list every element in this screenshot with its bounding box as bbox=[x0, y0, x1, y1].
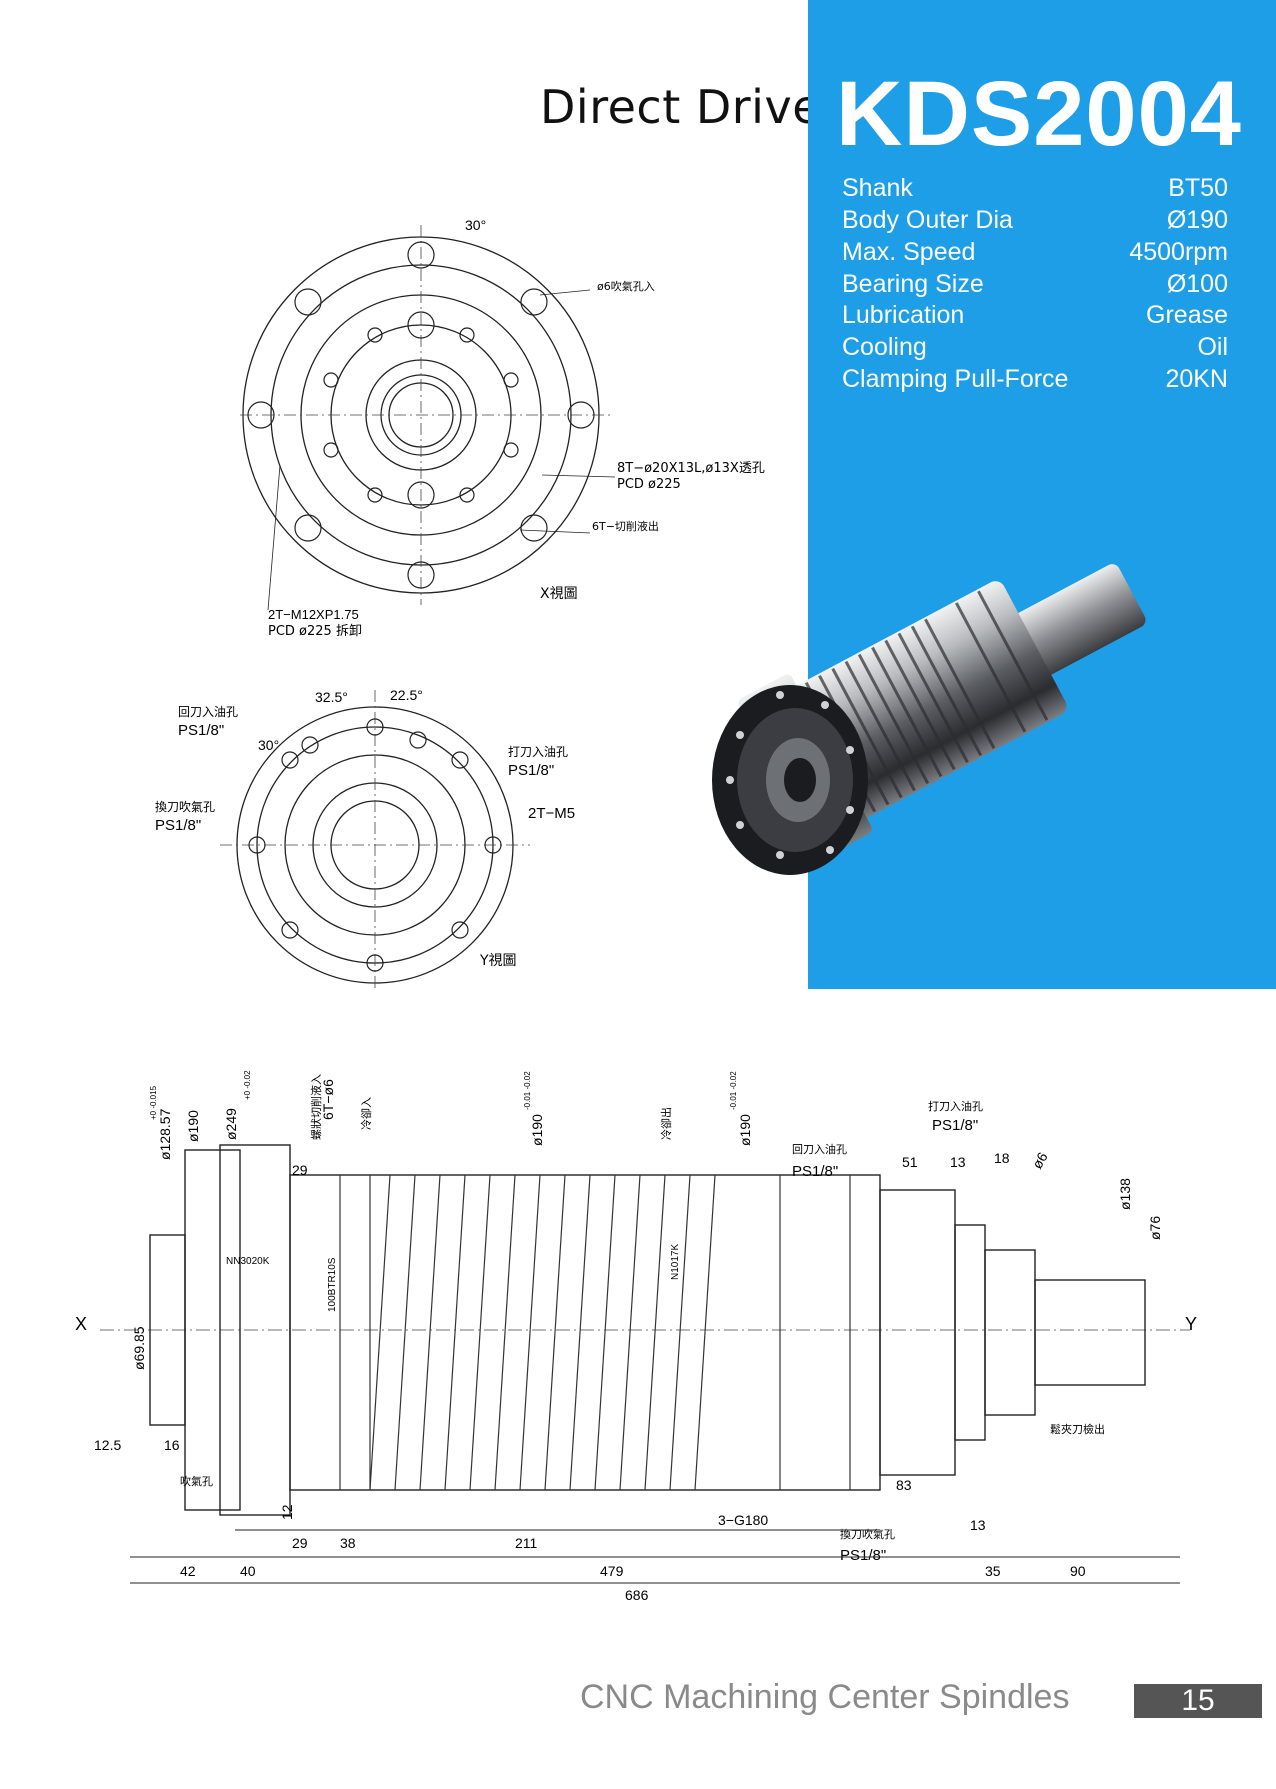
accent-stripe bbox=[808, 953, 1276, 989]
bearing-100btr10s: 100BTR10S bbox=[327, 1257, 338, 1312]
dim-13b: 13 bbox=[970, 1517, 986, 1533]
dim-51: 51 bbox=[902, 1154, 918, 1170]
note-3-g180: 3−G180 bbox=[718, 1512, 768, 1528]
y-view-change-air: 換刀吹氣孔 bbox=[155, 800, 215, 814]
y-view-angle-1: 32.5° bbox=[315, 689, 348, 705]
spec-value: 4500rpm bbox=[1129, 238, 1228, 266]
spec-row-body-outer-dia: Body Outer Dia Ø190 bbox=[842, 206, 1228, 238]
y-view-return-oil: 回刀入油孔 bbox=[178, 705, 238, 719]
note-clamp-detect: 鬆夾刀檢出 bbox=[1050, 1422, 1105, 1436]
y-view-return-ps: PS1/8" bbox=[178, 722, 224, 739]
spec-value: Ø190 bbox=[1166, 206, 1228, 234]
page-number-box bbox=[1134, 1684, 1262, 1718]
spindle-product-image bbox=[712, 564, 1146, 875]
dim-13a: 13 bbox=[950, 1154, 966, 1170]
x-view-note-thread: 2T−M12XP1.75 bbox=[268, 607, 359, 622]
dim-29a: 29 bbox=[292, 1162, 308, 1178]
x-view-note-pcd: PCD ø225 bbox=[617, 477, 681, 492]
dim-d190a: ø190 bbox=[185, 1110, 201, 1142]
x-view-note-thread-pcd: PCD ø225 拆卸 bbox=[268, 623, 362, 639]
model-name: KDS2004 bbox=[836, 63, 1242, 165]
dim-40: 40 bbox=[240, 1563, 256, 1579]
spec-value: Ø100 bbox=[1166, 270, 1228, 298]
dim-42: 42 bbox=[180, 1563, 196, 1579]
side-hit-ps: PS1/8" bbox=[932, 1117, 978, 1134]
dim-38: 38 bbox=[340, 1535, 356, 1551]
dim-d12857-tol: +0 -0.015 bbox=[149, 1085, 158, 1120]
x-view-note-coolant: 6T−切削液出 bbox=[592, 519, 659, 533]
spec-label: Lubrication bbox=[842, 301, 965, 329]
y-view-m5: 2T−M5 bbox=[528, 805, 575, 822]
spec-label: Shank bbox=[842, 174, 913, 202]
side-change-air: 換刀吹氣孔 bbox=[840, 1527, 895, 1541]
side-hit-oil: 打刀入油孔 bbox=[928, 1099, 983, 1113]
y-axis-label: Y bbox=[1185, 1314, 1197, 1334]
dim-d190b: ø190 bbox=[529, 1114, 545, 1146]
y-view-hit-oil: 打刀入油孔 bbox=[508, 745, 568, 759]
footer-text: CNC Machining Center Spindles bbox=[580, 1678, 1070, 1716]
x-view-note-bolts: 8T−ø20X13L,ø13X透孔 bbox=[617, 461, 765, 476]
y-view-hit-ps: PS1/8" bbox=[508, 762, 554, 779]
dim-d12857: ø128.57 bbox=[157, 1108, 173, 1160]
spec-value: 20KN bbox=[1165, 365, 1228, 393]
note-cool-in: 冷卻入 bbox=[360, 1097, 373, 1130]
bearing-nn3020k: NN3020K bbox=[226, 1256, 270, 1267]
dim-12-5: 12.5 bbox=[94, 1437, 121, 1453]
y-view-angle-2: 22.5° bbox=[390, 687, 423, 703]
spec-label: Clamping Pull-Force bbox=[842, 365, 1069, 393]
spec-row-cooling: Cooling Oil bbox=[842, 333, 1228, 365]
dim-479: 479 bbox=[600, 1563, 624, 1579]
note-6t: 6T−ø6 bbox=[320, 1079, 336, 1120]
side-section-drawing: X Y ø128.57 +0 -0.015 ø190 ø249 +0 -0.02… bbox=[75, 1070, 1197, 1603]
bearing-n1017k: N1017K bbox=[670, 1244, 681, 1280]
dim-d138: ø138 bbox=[1117, 1178, 1133, 1210]
spec-label: Body Outer Dia bbox=[842, 206, 1013, 234]
spec-row-bearing-size: Bearing Size Ø100 bbox=[842, 270, 1228, 302]
spec-label: Cooling bbox=[842, 333, 927, 361]
dim-16: 16 bbox=[164, 1437, 180, 1453]
dim-211: 211 bbox=[515, 1535, 538, 1551]
dim-18: 18 bbox=[994, 1150, 1010, 1166]
dim-d249-tol: +0 -0.02 bbox=[243, 1070, 252, 1100]
spec-label: Max. Speed bbox=[842, 238, 976, 266]
dim-90: 90 bbox=[1070, 1563, 1086, 1579]
dim-d190c: ø190 bbox=[737, 1114, 753, 1146]
header-subtitle: Direct Drive bbox=[540, 80, 821, 134]
dim-12: 12 bbox=[279, 1504, 295, 1520]
x-axis-label: X bbox=[75, 1314, 87, 1334]
spec-label: Bearing Size bbox=[842, 270, 984, 298]
spec-row-max-speed: Max. Speed 4500rpm bbox=[842, 238, 1228, 270]
spec-value: BT50 bbox=[1168, 174, 1228, 202]
spec-row-lubrication: Lubrication Grease bbox=[842, 301, 1228, 333]
note-cool-out: 冷卻出 bbox=[659, 1107, 673, 1140]
note-blow: 吹氣孔 bbox=[180, 1474, 213, 1488]
side-change-ps: PS1/8" bbox=[840, 1547, 886, 1564]
side-return-ps: PS1/8" bbox=[792, 1163, 838, 1180]
y-view-angle-3: 30° bbox=[258, 737, 279, 753]
spec-value: Oil bbox=[1197, 333, 1228, 361]
y-view-title: Y視圖 bbox=[479, 953, 517, 969]
x-view-note-blow: ø6吹氣孔入 bbox=[597, 279, 655, 293]
note-spiral-coolant: 螺狀切削液入 bbox=[309, 1074, 323, 1140]
y-view-drawing: 32.5° 22.5° 30° 回刀入油孔 PS1/8" 打刀入油孔 PS1/8… bbox=[155, 687, 575, 990]
dim-d6985: ø69.85 bbox=[131, 1326, 147, 1370]
side-return-oil: 回刀入油孔 bbox=[792, 1142, 847, 1156]
x-view-angle: 30° bbox=[465, 217, 486, 233]
spec-row-clamping-pull-force: Clamping Pull-Force 20KN bbox=[842, 365, 1228, 397]
x-view-drawing: 30° ø6吹氣孔入 8T−ø20X13L,ø13X透孔 PCD ø225 6T… bbox=[240, 217, 765, 639]
y-view-change-ps: PS1/8" bbox=[155, 817, 201, 834]
page-number: 15 bbox=[1181, 1684, 1215, 1717]
dim-d6: ø6 bbox=[1029, 1149, 1051, 1171]
dim-83: 83 bbox=[896, 1477, 912, 1493]
dim-29b: 29 bbox=[292, 1535, 308, 1551]
dim-686: 686 bbox=[625, 1587, 649, 1603]
dim-d190c-tol: -0.01 -0.02 bbox=[729, 1071, 738, 1110]
spec-value: Grease bbox=[1146, 301, 1228, 329]
x-view-title: X視圖 bbox=[540, 586, 578, 602]
dim-d76: ø76 bbox=[1147, 1216, 1163, 1240]
dim-d249: ø249 bbox=[223, 1108, 239, 1140]
dim-d190b-tol: -0.01 -0.02 bbox=[523, 1071, 532, 1110]
dim-35: 35 bbox=[985, 1563, 1001, 1579]
spec-row-shank: Shank BT50 bbox=[842, 174, 1228, 206]
